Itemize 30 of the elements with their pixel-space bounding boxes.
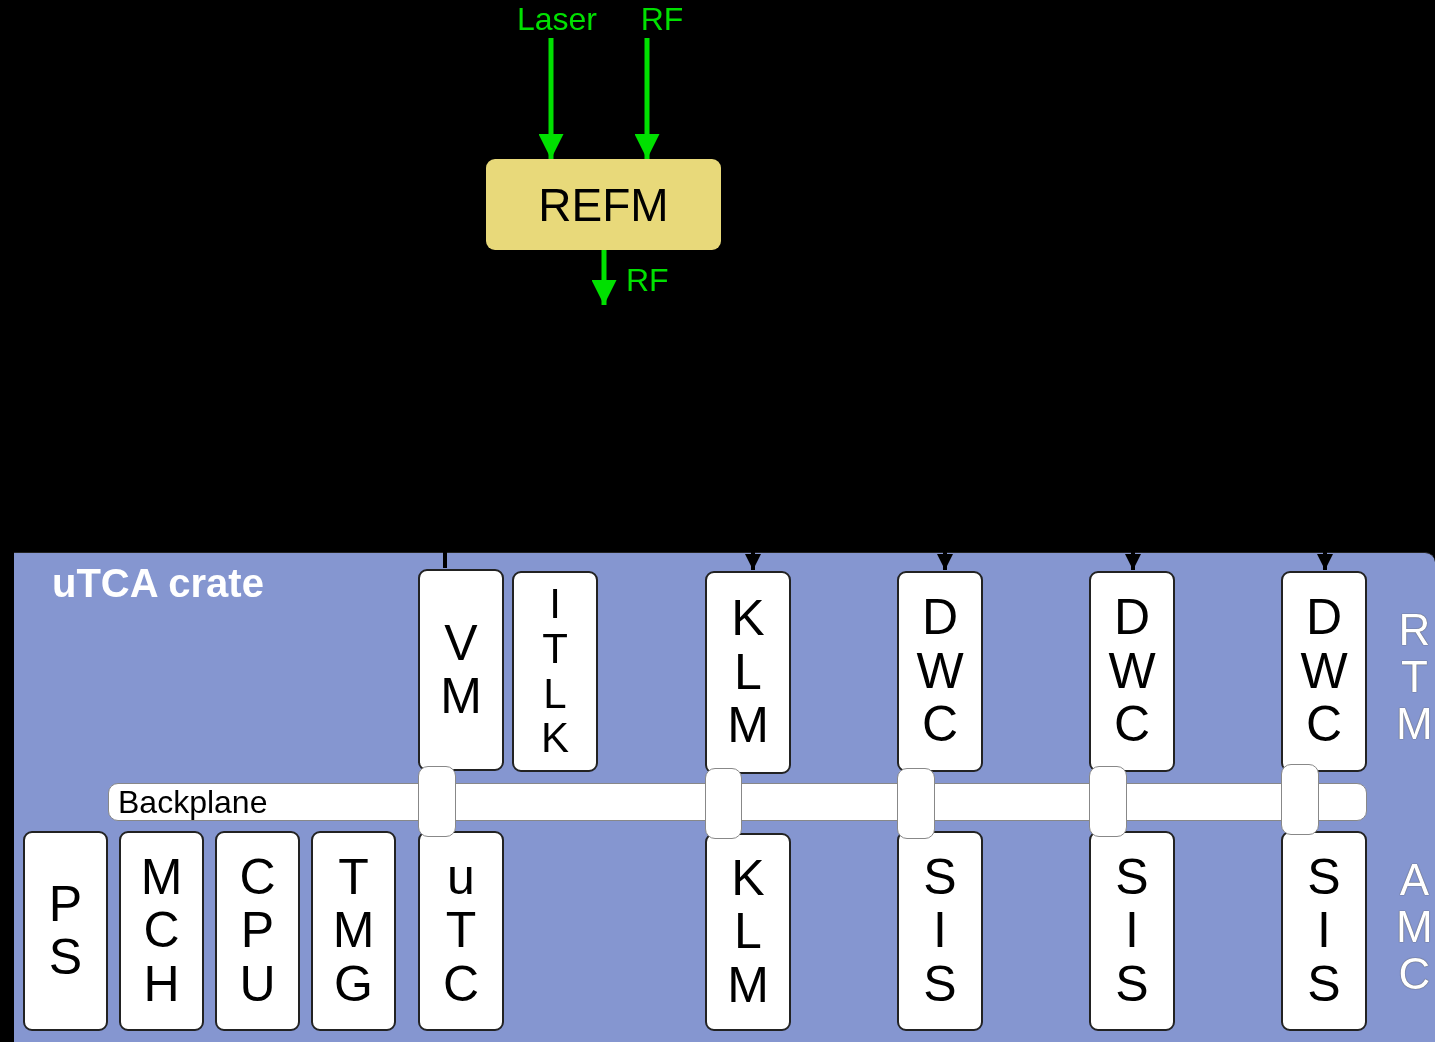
- connector-block: [1281, 764, 1319, 835]
- connector-block: [418, 766, 456, 837]
- signal-label: Laser: [505, 0, 609, 38]
- module-card: ITLK: [512, 571, 598, 772]
- module-card: KLM: [705, 833, 791, 1031]
- crate-title: uTCA crate: [52, 561, 264, 606]
- module-box: REFM: [486, 159, 721, 250]
- module-card: PS: [23, 831, 108, 1031]
- connector-block: [705, 768, 742, 839]
- signal-label: RF: [634, 0, 690, 38]
- module-card: DWC: [1089, 571, 1175, 772]
- side-label: AMC: [1396, 856, 1433, 998]
- module-card: KLM: [705, 571, 791, 774]
- module-card: VM: [418, 569, 504, 771]
- module-card: TMG: [311, 831, 396, 1031]
- module-card: MCH: [119, 831, 204, 1031]
- side-label: RTM: [1396, 606, 1433, 748]
- arrow: [634, 38, 660, 159]
- crate-panel: [14, 552, 1435, 1042]
- module-card: DWC: [1281, 571, 1367, 772]
- module-card: SIS: [1089, 831, 1175, 1031]
- connector-block: [1089, 766, 1127, 837]
- arrow: [538, 38, 564, 159]
- connector-block: [897, 768, 935, 839]
- module-card: SIS: [897, 831, 983, 1031]
- module-card: CPU: [215, 831, 300, 1031]
- module-card: DWC: [897, 571, 983, 772]
- module-card: SIS: [1281, 831, 1367, 1031]
- module-card: uTC: [418, 831, 504, 1031]
- arrow: [591, 250, 617, 305]
